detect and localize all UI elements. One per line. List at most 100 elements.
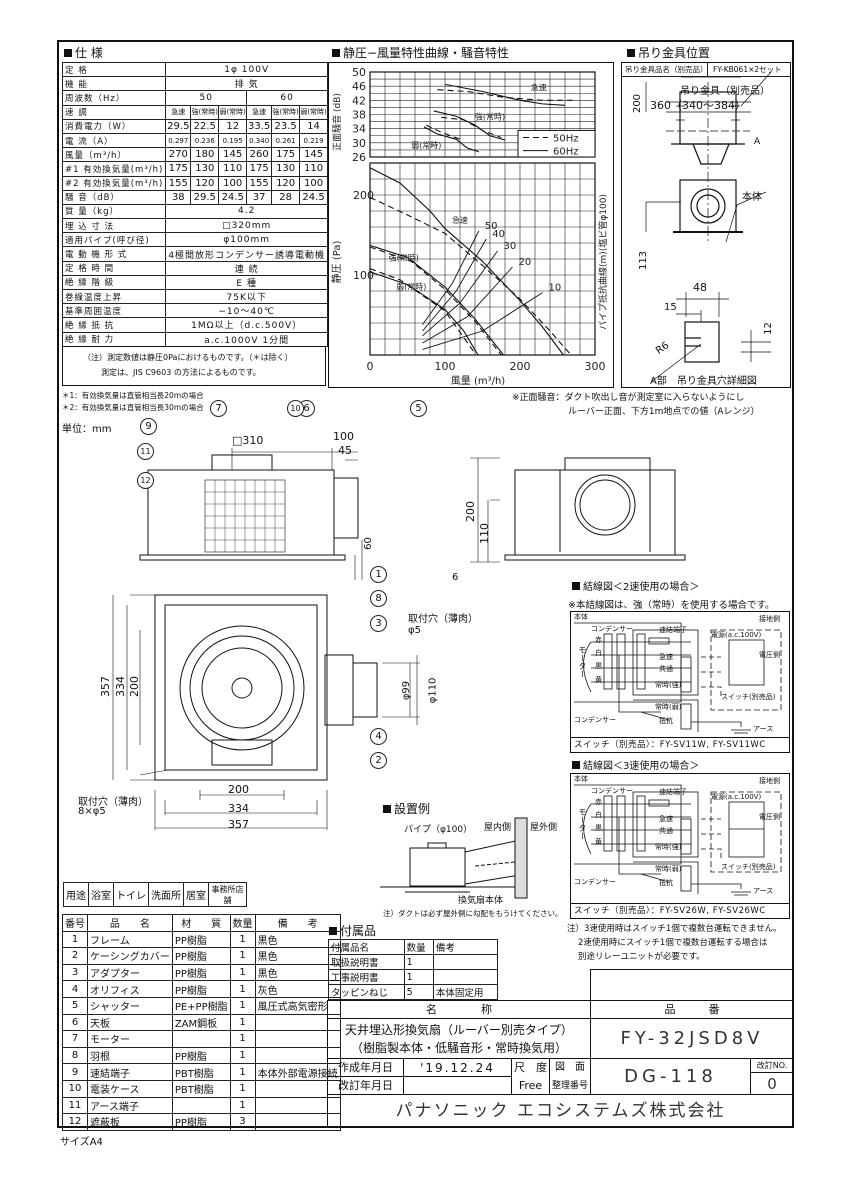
parts-row-cell: PP樹脂 <box>171 930 231 949</box>
parts-row-cell: PP樹脂 <box>171 963 231 982</box>
parts-row-cell: アダプター <box>87 963 173 982</box>
pipe-resistance-curve <box>422 230 480 325</box>
wiring-label-motor: モーター <box>578 646 587 678</box>
revised-label: 改訂年月日 <box>328 1077 404 1095</box>
parts-row-cell: 速結端子 <box>87 1063 173 1081</box>
wiring-label-strong: 常時(強) <box>655 681 682 689</box>
usage-table: 用途浴室トイレ洗面所居室事務所店舗 <box>63 882 247 907</box>
spec-label: #2 有効換気量(m³/h) <box>61 175 167 191</box>
spec-value: 0.261 <box>271 132 301 149</box>
pq-series-line <box>369 196 572 356</box>
x-axis-label: 風量 (m³/h) <box>451 375 506 387</box>
spec-label: 騒 音（dB） <box>61 189 167 205</box>
wiring-label-white: 白 <box>595 649 602 657</box>
parts-row-cell: 3 <box>62 963 88 982</box>
pipe-resistance-curve <box>422 238 487 332</box>
parts-row-cell <box>171 1096 231 1115</box>
spec-value: 180 <box>190 147 220 163</box>
product-name: 天井埋込形換気扇（ルーバー別売タイプ） （樹脂製本体・低騒音形・常時換気用） <box>328 1019 591 1059</box>
parts-row-cell: 遮蔽板 <box>87 1113 173 1131</box>
accessory-row-cell: 取扱説明書 <box>328 954 405 970</box>
spec-value: 0.297 <box>165 132 192 149</box>
wiring-label-common: 共通 <box>659 827 673 835</box>
chart-title: 静圧−風量特性曲線・騒音特性 <box>332 44 509 61</box>
wiring-3speed-title: 結線図＜3速使用の場合＞ <box>572 757 699 772</box>
parts-row-cell: PP樹脂 <box>171 980 231 998</box>
wiring-label-power: 電源(a.c.100V) <box>711 631 762 639</box>
parts-row-cell: 1 <box>229 980 256 998</box>
dim-200-v: 200 <box>128 676 141 697</box>
drawing-number: DG-118 <box>591 1059 751 1095</box>
wiring-label-body: 本体 <box>574 613 588 621</box>
parts-row-cell: 1 <box>62 930 88 949</box>
dim-6: 6 <box>452 572 459 583</box>
spec-value: 24.5 <box>299 189 329 205</box>
noise-curve-label: 急速 <box>531 82 547 92</box>
spec-value: 38 <box>165 189 192 205</box>
spec-value: 4.2 <box>165 203 329 220</box>
wiring-label-black: 黒 <box>595 824 602 832</box>
wiring-lines <box>574 784 782 896</box>
install-outdoor-label: 屋外側 <box>530 823 558 833</box>
install-body-label: 換気扇本体 <box>458 896 504 906</box>
pq-series-line <box>369 167 564 356</box>
parts-row-cell: シャッター <box>87 996 173 1015</box>
parts-row-cell: PBT樹脂 <box>171 1079 231 1098</box>
parts-row-cell: 6 <box>62 1013 88 1032</box>
noise-curve-label: 強(常時) <box>475 111 505 121</box>
revised-value <box>404 1077 512 1095</box>
install-title: 設置例 <box>383 800 430 817</box>
chart-box <box>328 62 614 388</box>
x-tick: 0 <box>367 360 374 373</box>
spec-label: #1 有効換気量(m³/h) <box>61 161 167 177</box>
dim-200-side: 200 <box>464 501 477 522</box>
hanger-dim-15: 15 <box>664 302 677 313</box>
install-pipe-label: パイプ（φ100） <box>404 825 473 835</box>
spec-value: φ100mm <box>165 232 329 248</box>
accessory-row-cell: 5 <box>403 984 434 1000</box>
part-number: FY-32JSD8V <box>591 1019 793 1059</box>
wiring-label-weak: 常時(弱) <box>655 703 682 711</box>
pipe-curve-label: 20 <box>519 257 532 268</box>
spec-value: 29.5 <box>165 118 192 134</box>
parts-row-cell: 1 <box>229 1030 256 1048</box>
spec-value: 110 <box>218 161 248 177</box>
parts-row-cell: 1 <box>229 930 256 949</box>
dim-334-h: 334 <box>228 802 249 815</box>
spec-title: 仕 様 <box>64 44 103 61</box>
spec-value: 100 <box>299 175 329 191</box>
spec-value: 弱(常時) <box>299 104 329 120</box>
parts-row-cell: 5 <box>62 996 88 1015</box>
parts-row-cell: 1 <box>229 963 256 982</box>
noise-y-axis-label: 正面騒音 (dB) <box>331 93 343 151</box>
accessory-row-header-cell: 数量 <box>403 939 434 955</box>
wiring-label-motor: モーター <box>578 808 587 840</box>
noise-series-line <box>426 124 461 140</box>
hanger-bracket-label: 吊り金具（別売品） <box>680 86 770 97</box>
usage-row: 用途浴室トイレ洗面所居室事務所店舗 <box>63 882 247 907</box>
parts-row-header-cell: 備 考 <box>254 914 341 932</box>
wiring-label-yellow: 黄 <box>595 838 602 846</box>
drawing-label-2: 整理番号 <box>550 1077 591 1095</box>
pipe-resistance-curve <box>422 250 498 337</box>
accessories-title: 付属品 <box>329 922 376 939</box>
hole-label: 取付穴（薄肉） <box>408 614 478 625</box>
wiring-label-ground-side: 接地側 <box>759 777 780 785</box>
parts-row-cell: PP樹脂 <box>171 947 231 965</box>
hanger-detail-a: A <box>754 137 761 147</box>
parts-row-cell: PE+PP樹脂 <box>171 996 231 1015</box>
product-name-line-1: 天井埋込形換気扇（ルーバー別売タイプ） <box>345 1023 573 1037</box>
spec-label: 絶 縁 耐 力 <box>61 331 167 347</box>
usage-cell: 浴室 <box>88 882 114 907</box>
parts-row-cell: オリフィス <box>87 980 173 998</box>
accessory-row-cell: 本体固定用 <box>432 984 499 1000</box>
wiring-footnote-3: 別途リレーユニットが必要です。 <box>578 952 705 962</box>
pq-series-line <box>369 271 479 356</box>
pq-plot-area <box>369 162 596 356</box>
